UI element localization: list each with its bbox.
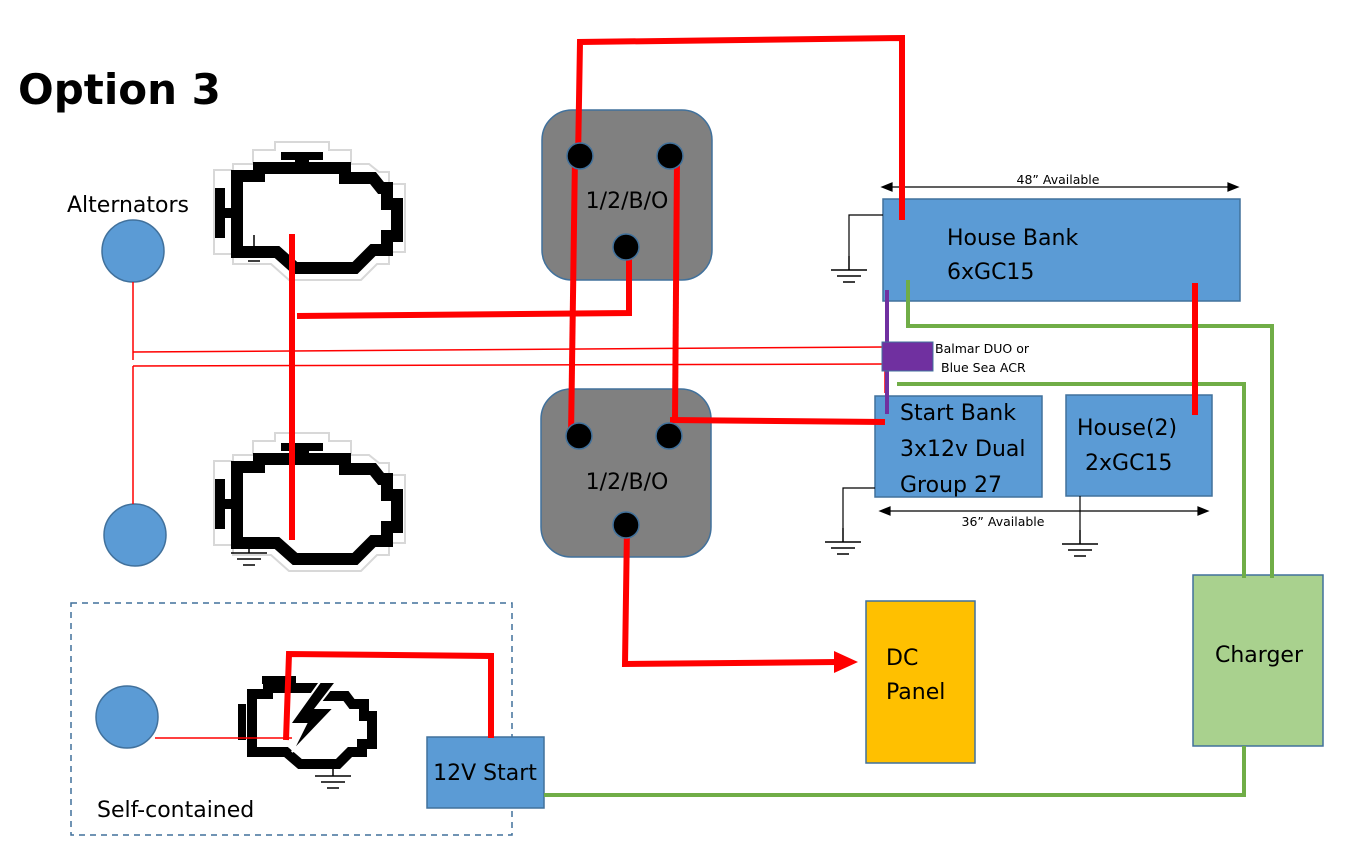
house-available-label: 48” Available: [1017, 172, 1100, 187]
battery-switch-lower-label: 1/2/B/O: [586, 470, 669, 495]
positive-wires: [283, 34, 1198, 741]
page-title: Option 3: [18, 65, 221, 114]
house2-battery: [1065, 394, 1213, 497]
house2-spec: 2xGC15: [1085, 451, 1172, 476]
battery-switch-upper-label: 1/2/B/O: [586, 189, 669, 214]
charger-label: Charger: [1215, 643, 1304, 668]
alternator-generator: [95, 685, 159, 749]
house2-label: House(2): [1077, 416, 1177, 441]
dc-panel-label-line1: DC: [886, 646, 918, 671]
engine-icon-upper: [214, 142, 405, 280]
ground-icon: [830, 255, 868, 283]
dc-panel-label-line2: Panel: [886, 680, 945, 705]
generator-engine-icon: [238, 676, 377, 769]
alternators-label: Alternators: [67, 193, 189, 218]
start-bank-battery: [874, 395, 1043, 498]
start-bank-spec: 3x12v Dual: [900, 437, 1026, 462]
ground-icon: [1061, 529, 1099, 557]
combiner-label-line1: Balmar DUO or: [935, 341, 1030, 356]
combiner-acr: [881, 341, 934, 372]
battery-ground-wires: [842, 214, 1081, 530]
dc-feed-arrowhead: [834, 651, 858, 673]
ground-icon: [824, 527, 862, 555]
start-bank-label: Start Bank: [900, 401, 1016, 426]
start-bank-group: Group 27: [900, 473, 1002, 498]
house-bank-spec: 6xGC15: [947, 260, 1034, 285]
engine-icon-lower: [214, 433, 405, 571]
start-available-label: 36” Available: [962, 514, 1045, 529]
start-12v-label: 12V Start: [433, 761, 537, 786]
self-contained-label: Self-contained: [97, 798, 254, 823]
self-contained-region: [70, 602, 513, 836]
start-dimension-arrow: [878, 506, 1210, 516]
house-bank-battery: [882, 198, 1241, 302]
combiner-label-line2: Blue Sea ACR: [941, 360, 1026, 375]
switch-terminals: [565, 142, 684, 539]
alternator-lower: [103, 503, 167, 567]
alternator-upper: [101, 219, 165, 283]
charger: [1192, 574, 1324, 747]
house-bank-label: House Bank: [947, 226, 1078, 251]
charger-wires: [544, 280, 1274, 797]
house-dimension-arrow: [880, 182, 1240, 192]
start-12v-battery: [426, 736, 545, 809]
dc-panel: [865, 600, 976, 764]
